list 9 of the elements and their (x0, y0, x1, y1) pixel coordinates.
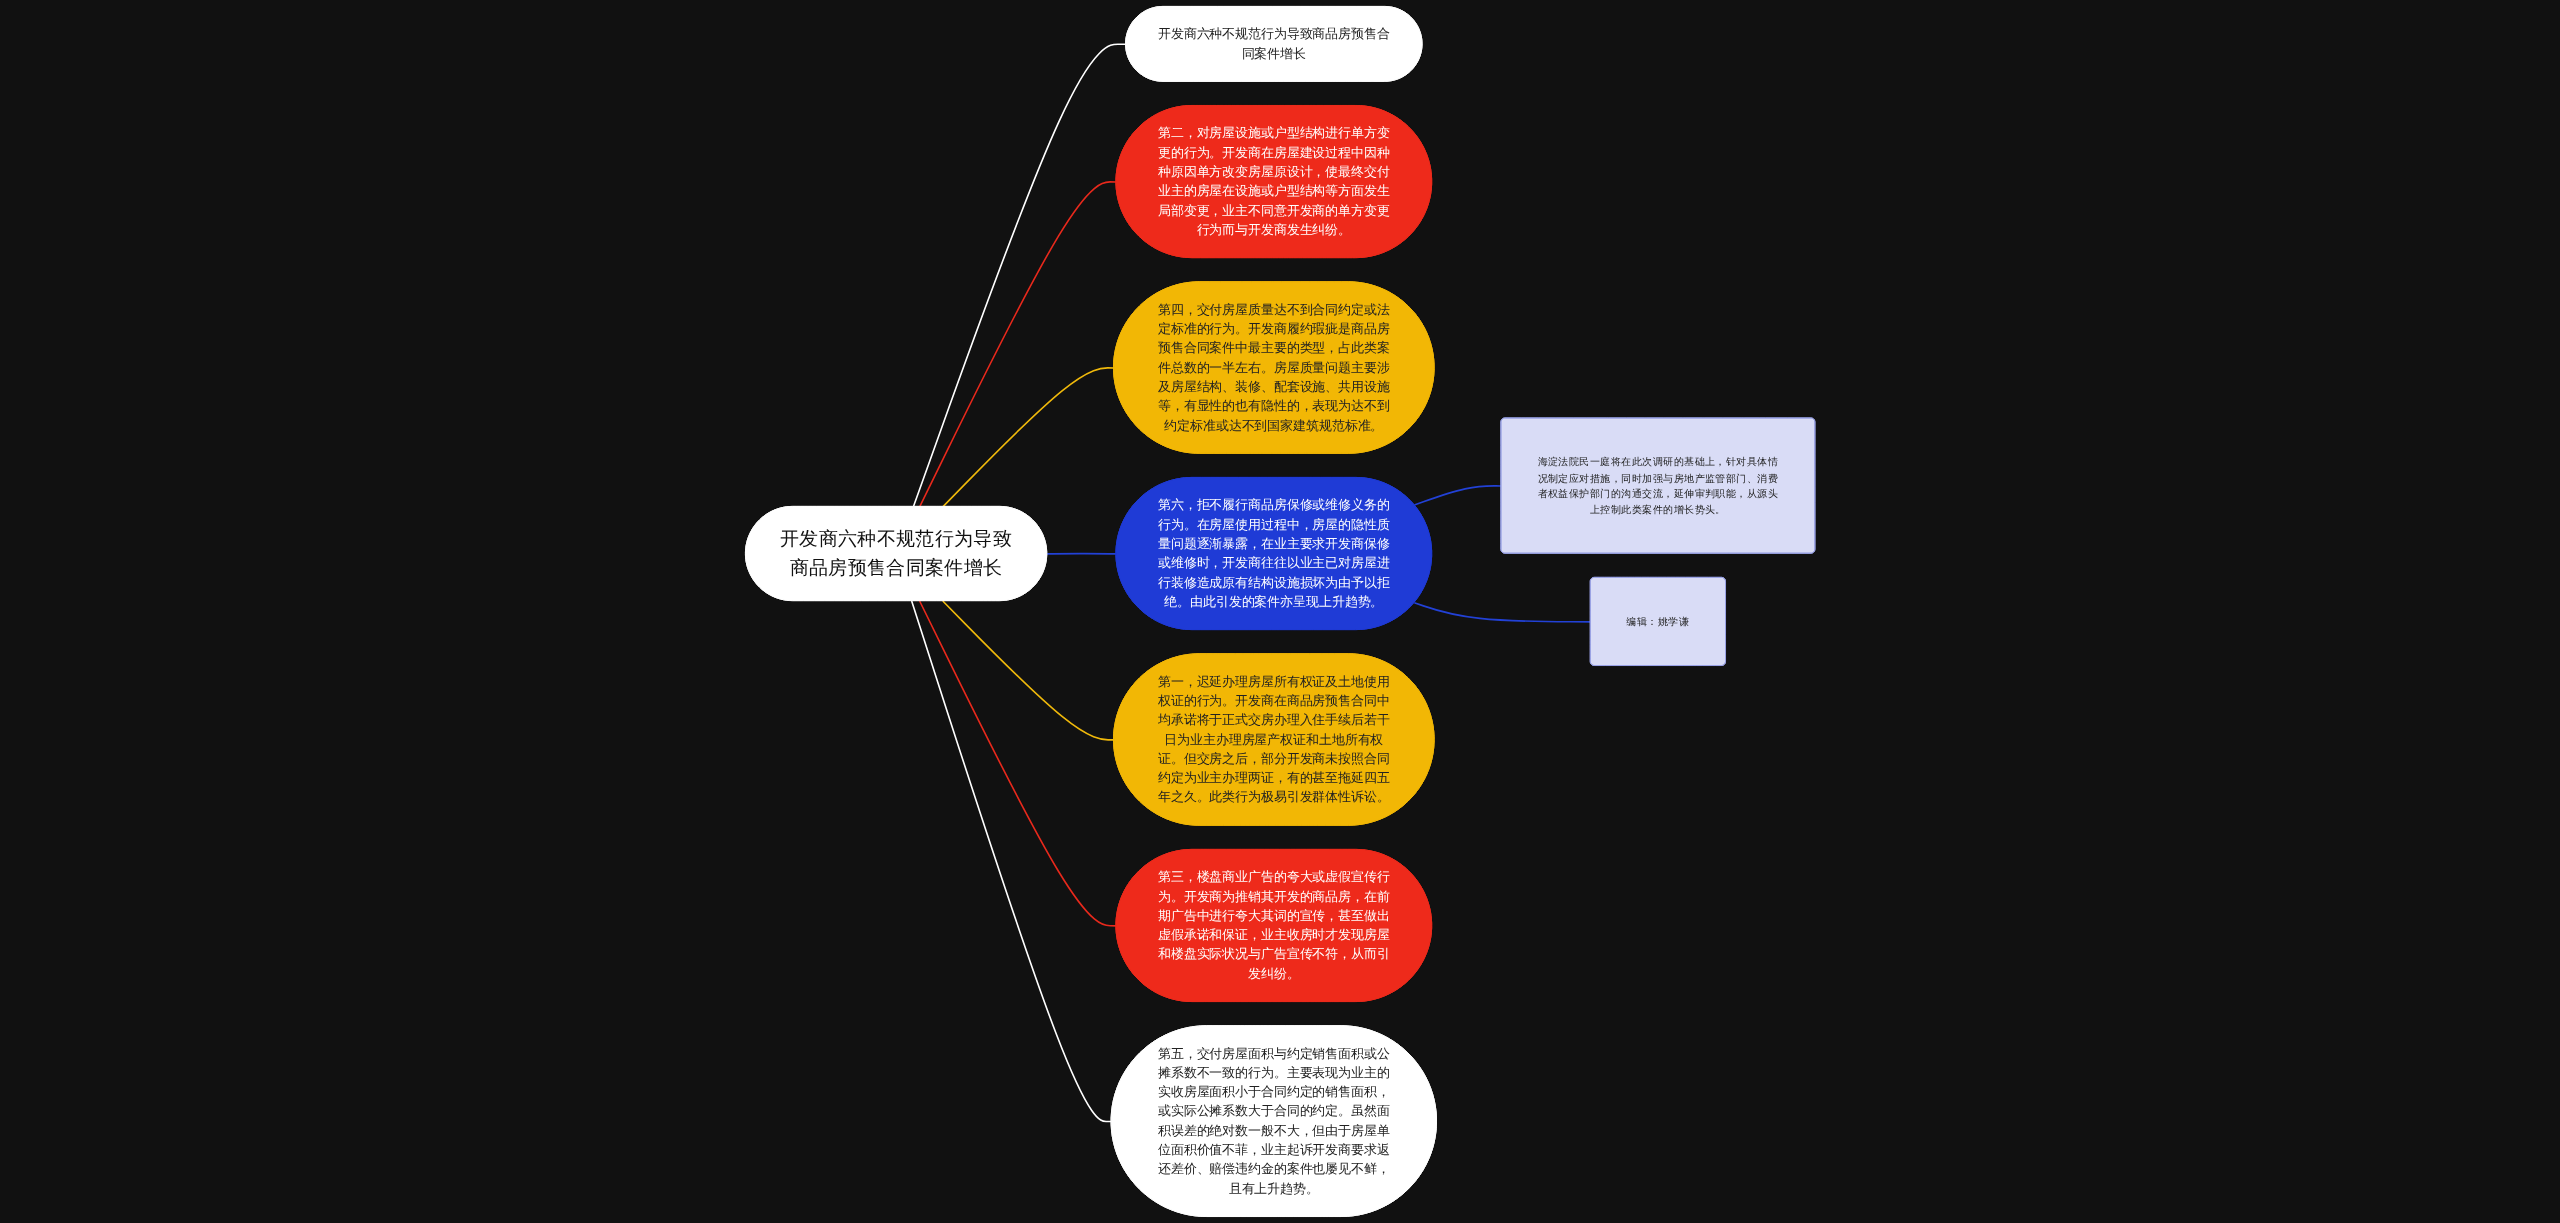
connector (910, 600, 1113, 1123)
connector (1046, 552, 1117, 555)
connector (912, 43, 1127, 508)
connector (941, 600, 1115, 741)
connector (941, 367, 1115, 508)
connector (918, 600, 1117, 927)
connector (1413, 485, 1502, 506)
connector (918, 181, 1117, 508)
connector (1413, 601, 1592, 623)
